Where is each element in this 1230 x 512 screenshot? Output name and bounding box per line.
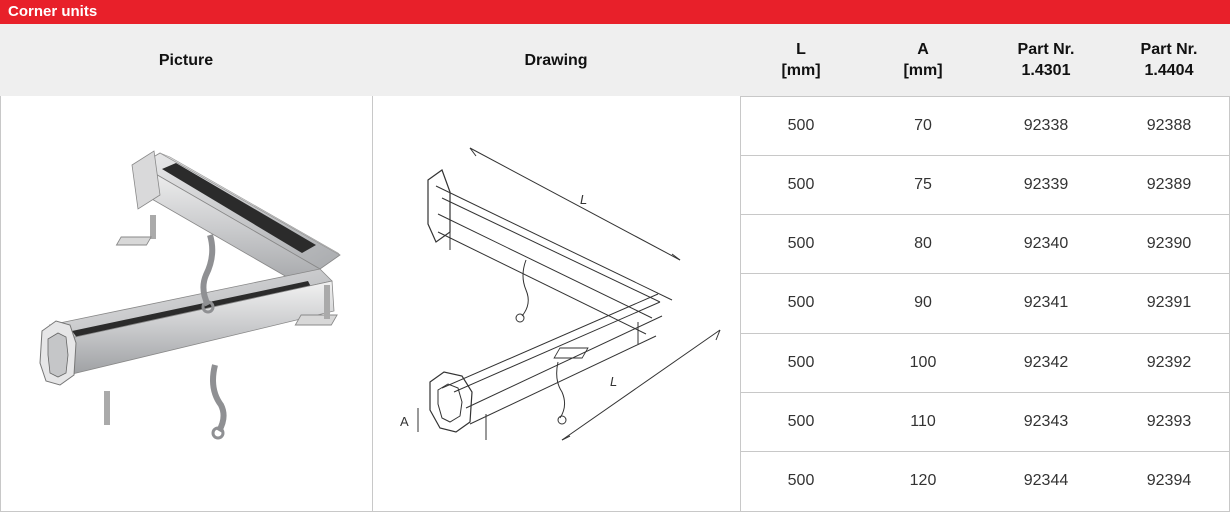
cell-part-1-4404: 92388 <box>1146 116 1192 134</box>
cell-part-1-4301: 92343 <box>1023 412 1069 430</box>
header-picture: Picture <box>158 51 214 69</box>
cell-part-1-4404: 92393 <box>1146 412 1192 430</box>
cell-part-1-4301: 92340 <box>1023 234 1069 252</box>
cell-a: 80 <box>914 234 932 252</box>
product-picture <box>39 150 341 440</box>
cell-a: 120 <box>909 472 937 489</box>
cell-part-1-4404: 92389 <box>1146 175 1192 193</box>
header-a: A[mm] <box>903 41 943 79</box>
cell-a: 75 <box>914 175 932 193</box>
cell-l: 500 <box>787 472 815 489</box>
table-title-bar: Corner units <box>0 0 1230 24</box>
cell-l: 500 <box>787 412 815 430</box>
drawing-label-l-bottom: L <box>610 374 617 389</box>
technical-drawing: L L A <box>400 147 721 441</box>
cell-l: 500 <box>787 234 815 252</box>
header-drawing: Drawing <box>524 51 588 69</box>
cell-l: 500 <box>787 294 815 311</box>
cell-a: 110 <box>910 412 936 430</box>
header-l: L[mm] <box>781 41 821 79</box>
cell-part-1-4301: 92339 <box>1023 175 1069 193</box>
header-part-1-4404: Part Nr.1.4404 <box>1140 41 1198 79</box>
table-header <box>0 24 1230 96</box>
cell-part-1-4301: 92341 <box>1023 294 1069 311</box>
cell-part-1-4301: 92342 <box>1023 353 1069 371</box>
cell-a: 70 <box>914 116 932 134</box>
cell-part-1-4404: 92390 <box>1146 234 1192 252</box>
cell-part-1-4404: 92392 <box>1146 353 1192 371</box>
table-title: Corner units <box>8 3 98 20</box>
cell-part-1-4301: 92344 <box>1023 472 1069 489</box>
header-part-1-4301: Part Nr.1.4301 <box>1017 41 1075 79</box>
cell-l: 500 <box>787 175 815 193</box>
cell-a: 90 <box>914 294 932 311</box>
drawing-label-l-top: L <box>580 192 587 207</box>
drawing-label-a: A <box>400 414 409 429</box>
cell-a: 100 <box>909 353 937 371</box>
cell-part-1-4404: 92391 <box>1146 294 1192 311</box>
cell-part-1-4404: 92394 <box>1146 472 1192 489</box>
cell-l: 500 <box>787 116 815 134</box>
cell-part-1-4301: 92338 <box>1023 116 1069 134</box>
cell-l: 500 <box>787 353 815 371</box>
